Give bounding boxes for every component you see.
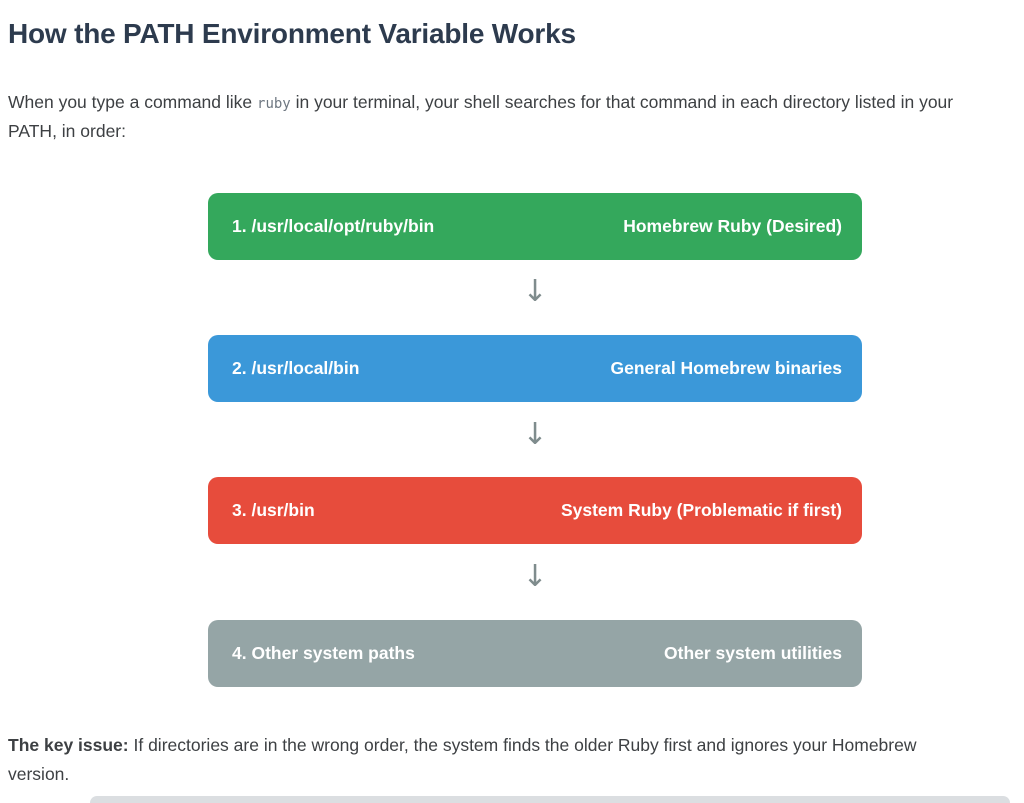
page-title: How the PATH Environment Variable Works <box>8 18 576 49</box>
step-label: System Ruby (Problematic if first) <box>560 500 842 520</box>
key-issue-bold-prefix: The key issue: <box>8 735 129 755</box>
step-label: General Homebrew binaries <box>610 358 842 378</box>
path-step-usr-bin: 3. /usr/bin System Ruby (Problematic if … <box>208 477 862 544</box>
intro-line-1: When you type a command like ruby in you… <box>8 88 953 117</box>
intro-text-after-code: in your terminal, your shell searches fo… <box>290 92 954 112</box>
step-path: 4. Other system paths <box>232 643 415 663</box>
path-step-other-system-paths: 4. Other system paths Other system utili… <box>208 620 862 687</box>
step-path: 1. /usr/local/opt/ruby/bin <box>232 216 435 236</box>
down-arrow-icon: ↓ <box>522 559 548 594</box>
intro-text-before-code: When you type a command like <box>8 92 258 112</box>
down-arrow-icon: ↓ <box>522 274 548 309</box>
step-path: 2. /usr/local/bin <box>232 358 360 378</box>
path-step-usr-local-bin: 2. /usr/local/bin General Homebrew binar… <box>208 335 862 402</box>
step-label: Homebrew Ruby (Desired) <box>623 216 842 236</box>
path-step-homebrew-ruby: 1. /usr/local/opt/ruby/bin Homebrew Ruby… <box>208 193 862 260</box>
key-issue-line-2: version. <box>8 764 70 784</box>
key-issue-text: If directories are in the wrong order, t… <box>128 735 917 755</box>
step-path: 3. /usr/bin <box>232 500 315 520</box>
intro-line-2: PATH, in order: <box>8 121 126 141</box>
code-block-top-edge <box>90 796 1010 803</box>
down-arrow-icon: ↓ <box>522 417 548 452</box>
key-issue-line-1: The key issue: If directories are in the… <box>8 731 917 760</box>
step-label: Other system utilities <box>664 643 842 663</box>
key-issue-paragraph: The key issue: If directories are in the… <box>8 731 917 789</box>
inline-code-ruby: ruby <box>257 96 291 112</box>
intro-paragraph: When you type a command like ruby in you… <box>8 88 953 146</box>
